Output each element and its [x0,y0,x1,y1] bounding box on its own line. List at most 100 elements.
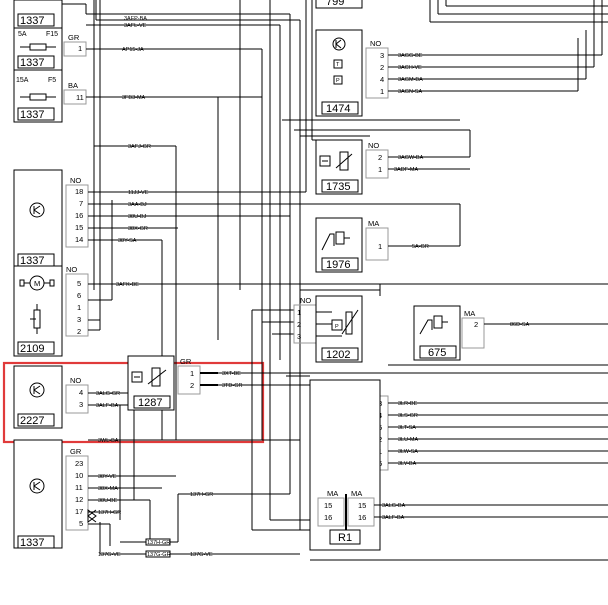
wire-label: 137H-GR [190,492,213,498]
motor-icon: M [19,275,55,291]
pin-number: 4 [380,75,384,84]
component-1735: 1735 NO 2 1 3AGW-BA 3ADF-MA [312,130,471,195]
connector-label: NO [70,176,81,185]
pin-number: 1 [378,165,382,174]
ecu-1337-mid: 1337 NO 18 7 16 15 14 [13,169,89,267]
wire-label: 3LW-SA [398,449,418,455]
connector-label: NO [368,141,379,150]
wire-label: 3FB3-MA [122,95,146,101]
component-number: 1735 [326,181,350,193]
wire-label: 3AFP-BA [124,16,147,22]
wire-label: AP15-JA [122,47,144,53]
wire-label: 3AFK-BE [116,282,139,288]
sensor-icon [131,367,167,387]
svg-text:P: P [336,78,340,84]
connector-label: MA [464,309,475,318]
component-number: R1 [338,532,352,544]
connector-label: NO [66,265,77,274]
pin-number: 1 [378,242,382,251]
component-675: 675 MA 2 86D-SA [413,305,608,361]
pin-number: 18 [75,187,83,196]
connector-label: GR [68,33,80,42]
wire-label: 3AFL-VE [124,23,147,29]
wire-label: 137G-GR [147,552,171,558]
wire-label: 137H-GR [147,540,170,546]
pin-number: 1 [380,87,384,96]
wire-label: 137H-GR [98,510,121,516]
wire-label: 38X-MA [98,486,118,492]
switch-icon [419,315,448,335]
svg-text:P: P [335,324,339,330]
pin-number: 10 [75,471,83,480]
connector-label: NO [300,296,311,305]
component-number: 1337 [20,15,44,27]
pin-number: 2 [190,381,194,390]
component-1474: T P 1474 NO 3 2 4 1 3AGG-BE 3ACH-VE 3AGM… [315,0,603,117]
component-number: 2109 [20,343,44,355]
pin-number: 14 [75,235,83,244]
pin-number: 1 [190,369,194,378]
wire-label: 3ACH-VE [398,65,422,71]
wire-label: 3AGM-BA [398,77,423,83]
sensor-icon [319,151,353,171]
ecu-icon [332,37,346,51]
wire-label: 3XT-BE [222,371,241,377]
connector-label: NO [70,376,81,385]
pin-number: 2 [297,320,301,329]
pin-number: 2 [474,320,478,329]
connector-label: GR [180,357,192,366]
connector-label: GR [70,447,82,456]
pin-number: 16 [324,513,332,522]
connector-label: MA [351,489,362,498]
wire-label: 38X-GR [128,226,148,232]
component-number: 1287 [138,397,162,409]
wire-label: 3LR-BE [398,401,418,407]
pin-number: 3 [297,332,301,341]
pin-number: 2 [77,327,81,336]
wire-label: 3ALG-BA [382,503,406,509]
ecu-2227[interactable]: 2227 NO 4 3 [2,361,265,444]
fuse-f5: 15A F5 1337 BA 11 [13,69,87,123]
ecu-1337-bottom: 1337 GR 23 10 11 12 17 5 [13,439,97,549]
ecu-icon [29,382,45,398]
component-number: 1202 [326,349,350,361]
pin-number: 1 [77,303,81,312]
component-number: 1337 [20,255,44,267]
pin-number: 17 [75,507,83,516]
wire-label: 3LT-SA [398,425,416,431]
fuse-rating: 15A [16,77,29,84]
svg-text:M: M [34,279,40,288]
connector-label: NO [370,39,381,48]
wire-label: 3LS-GR [398,413,418,419]
wire-bus-right [282,119,608,377]
wire-label: 3ALF-BA [96,403,119,409]
sensor-icon: P [316,309,359,337]
wire-label: 86D-SA [510,322,530,328]
component-number: 675 [428,347,446,359]
wire-label: 3AA-BJ [128,202,147,208]
fuse-f15: 5A F15 1337 GR 1 [13,27,87,71]
ecu-icon [29,202,45,218]
component-number: 1337 [20,57,44,69]
connector-label: MA [327,489,338,498]
pin-number: 15 [75,223,83,232]
component-number: 1976 [326,259,350,271]
pin-number: 2 [380,63,384,72]
wire-label: 3TD-GR [222,383,243,389]
switch-icon [321,231,350,251]
wire-label: 38U-BE [98,498,118,504]
wire-label: 3AFJ-GR [128,144,151,150]
pin-number: 12 [75,495,83,504]
pin-number: 1 [78,44,82,53]
wire-label: 38U-BJ [128,214,147,220]
fuse-rating: 5A [18,31,27,38]
wire-label: 5A-GR [412,244,429,250]
pin-number: 15 [324,501,332,510]
pin-number: 11 [76,93,84,102]
wire-label: 3ALG-GR [96,391,120,397]
fuse-icon [29,93,47,101]
wire-label: 3AGW-BA [398,155,424,161]
wire-label: 3LU-MA [398,437,419,443]
wire-label: 38Y-VE [98,474,117,480]
